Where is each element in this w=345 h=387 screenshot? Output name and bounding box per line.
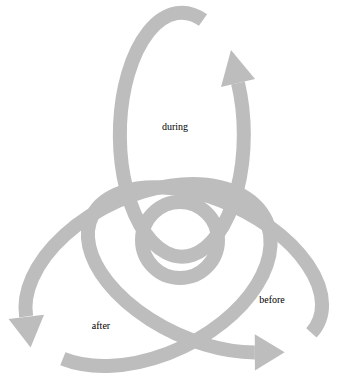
arrowheads [9,50,287,379]
stage-label: before [259,294,285,306]
left-arrowhead [9,305,55,351]
arrow-loops [0,13,345,387]
top-arrowhead [221,50,255,87]
stage-label: after [92,320,110,332]
right-loop [62,154,345,387]
right-arrowhead [241,334,286,378]
top-loop [120,13,244,257]
stage-label: during [162,121,188,133]
center-ring [142,202,218,278]
